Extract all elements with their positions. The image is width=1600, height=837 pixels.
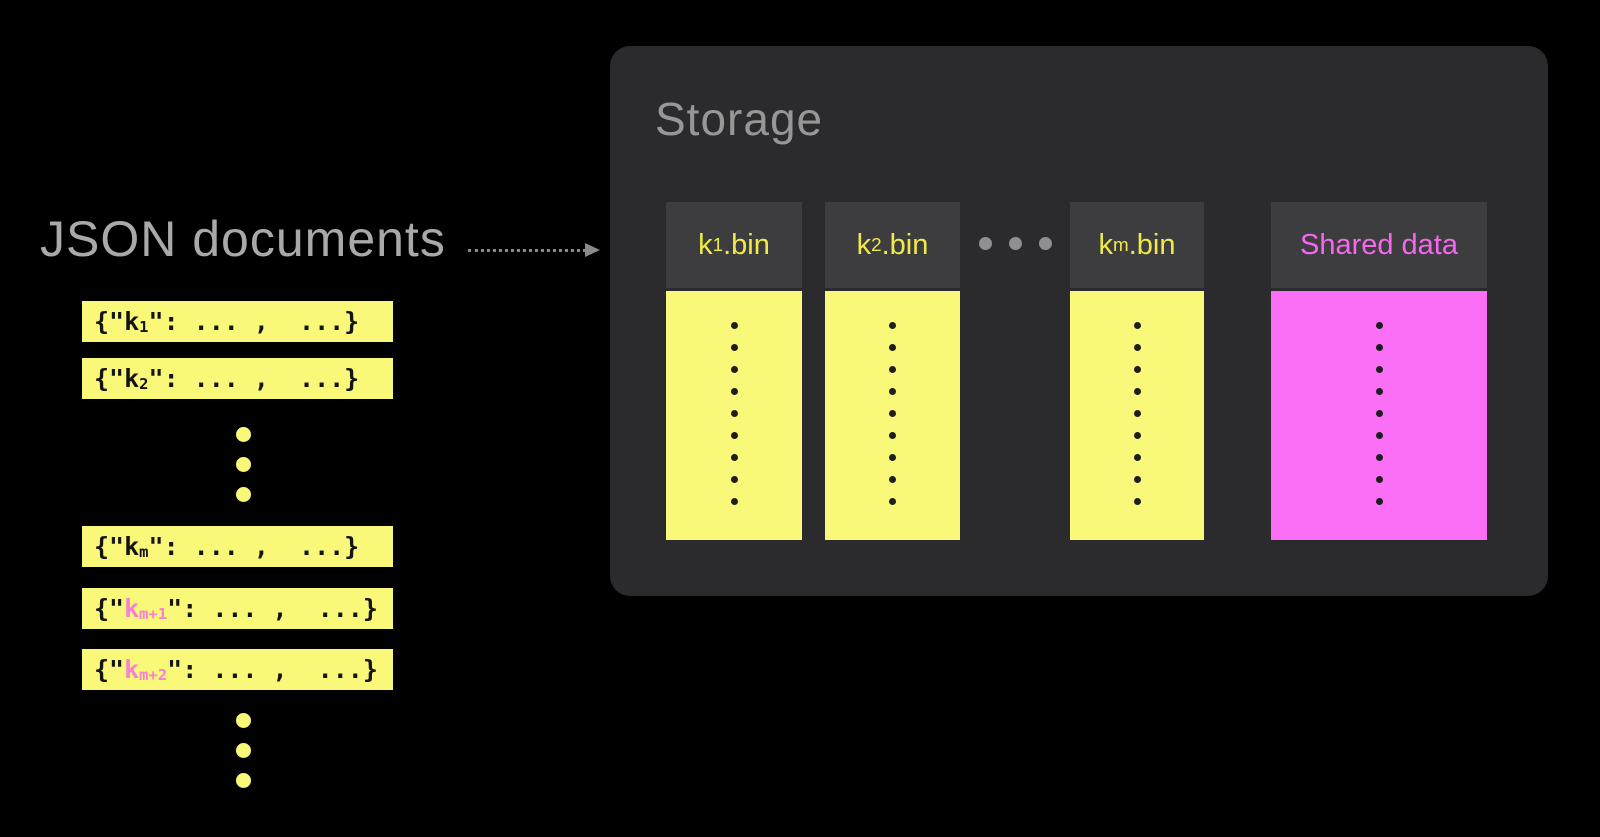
doc-open: {" [94, 364, 125, 393]
ellipsis-dot [1133, 410, 1141, 417]
ellipsis-dot [730, 344, 738, 351]
document-key: km [124, 532, 149, 561]
ellipsis-dot [1133, 344, 1141, 351]
ellipsis-dot [889, 432, 896, 439]
ellipsis-dot [889, 410, 896, 417]
dotted-arrow-icon [468, 249, 586, 252]
json-document-row: {"k2": ... , ...} [82, 358, 393, 399]
ellipsis-dot [889, 366, 896, 373]
ellipsis-dot [1375, 432, 1383, 439]
ellipsis-dot [1133, 498, 1141, 505]
ellipsis-dot [1133, 388, 1141, 395]
document-key: km+2 [124, 655, 168, 684]
ellipsis-dot [236, 713, 251, 728]
ellipsis-dot [1009, 237, 1022, 250]
ellipsis-dot [236, 773, 251, 788]
ellipsis-dot [730, 388, 738, 395]
ellipsis-dot [236, 427, 251, 442]
ellipsis-dot [1133, 366, 1141, 373]
ellipsis-dot [1133, 322, 1141, 329]
horizontal-ellipsis-icon [979, 237, 1052, 250]
ellipsis-dot [889, 388, 896, 395]
doc-open: {" [94, 655, 125, 684]
ellipsis-dot [889, 344, 896, 351]
ellipsis-dot [730, 322, 738, 329]
bin-file-body [666, 291, 802, 540]
doc-open: {" [94, 532, 125, 561]
ellipsis-dot [1375, 410, 1383, 417]
ellipsis-dot [730, 366, 738, 373]
ellipsis-dot [236, 487, 251, 502]
json-document-row: {"k1": ... , ...} [82, 301, 393, 342]
arrow-head-icon [585, 243, 600, 257]
ellipsis-dot [889, 454, 896, 461]
ellipsis-dot [979, 237, 992, 250]
doc-rest: ": ... , ...} [167, 655, 378, 684]
ellipsis-dot [1133, 476, 1141, 483]
ellipsis-dot [1375, 366, 1383, 373]
ellipsis-dot [889, 498, 896, 505]
doc-open: {" [94, 307, 125, 336]
shared-data-body [1271, 291, 1487, 540]
ellipsis-dot [730, 454, 738, 461]
doc-open: {" [94, 594, 125, 623]
vertical-ellipsis-icon [236, 427, 251, 502]
ellipsis-dot [1375, 388, 1383, 395]
json-document-row-highlighted: {"km+1": ... , ...} [82, 588, 393, 629]
bin-file-body [1070, 291, 1204, 540]
shared-data-header: Shared data [1271, 202, 1487, 288]
ellipsis-dot [1375, 322, 1383, 329]
ellipsis-dot [236, 457, 251, 472]
doc-rest: ": ... , ...} [148, 307, 360, 336]
doc-rest: ": ... , ...} [148, 364, 360, 393]
json-documents-label: JSON documents [40, 211, 446, 267]
json-document-row: {"km": ... , ...} [82, 526, 393, 567]
ellipsis-dot [1375, 498, 1383, 505]
ellipsis-dot [730, 498, 738, 505]
ellipsis-dot [1039, 237, 1052, 250]
bin-file-body [825, 291, 960, 540]
ellipsis-dot [730, 410, 738, 417]
storage-title: Storage [655, 93, 824, 145]
document-key: km+1 [124, 594, 168, 623]
document-key: k1 [124, 307, 149, 336]
ellipsis-dot [1375, 344, 1383, 351]
ellipsis-dot [236, 743, 251, 758]
storage-column-shared-data: Shared data [1271, 202, 1487, 540]
doc-rest: ": ... , ...} [148, 532, 360, 561]
ellipsis-dot [1133, 432, 1141, 439]
ellipsis-dot [889, 322, 896, 329]
ellipsis-dot [1375, 454, 1383, 461]
ellipsis-dot [730, 476, 738, 483]
ellipsis-dot [730, 432, 738, 439]
document-key: k2 [124, 364, 149, 393]
json-document-row-highlighted: {"km+2": ... , ...} [82, 649, 393, 690]
ellipsis-dot [889, 476, 896, 483]
ellipsis-dot [1375, 476, 1383, 483]
vertical-ellipsis-icon [236, 713, 251, 788]
ellipsis-dot [1133, 454, 1141, 461]
doc-rest: ": ... , ...} [167, 594, 378, 623]
